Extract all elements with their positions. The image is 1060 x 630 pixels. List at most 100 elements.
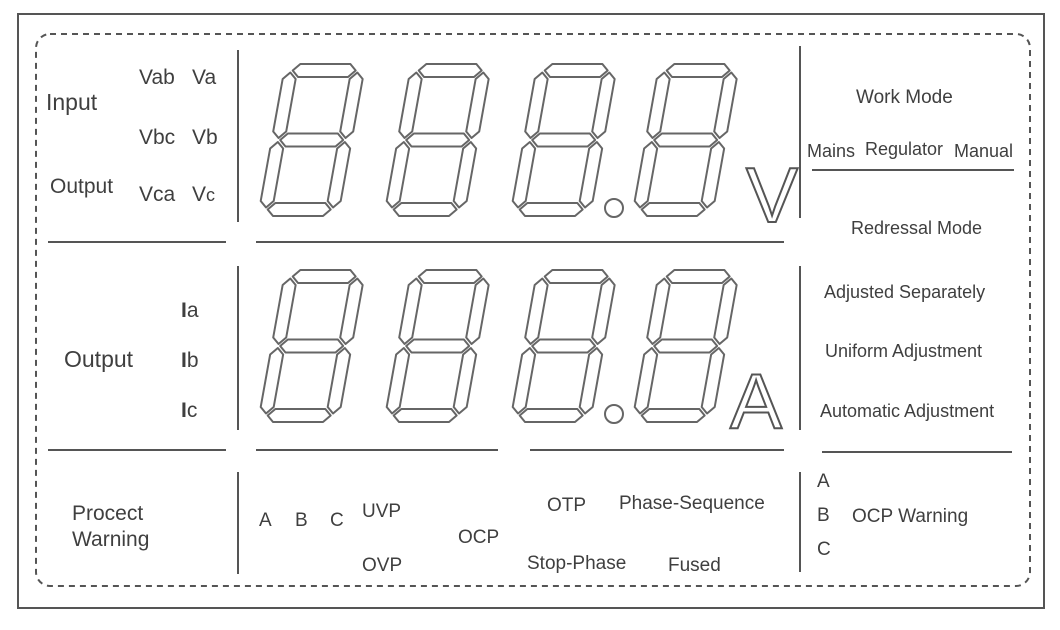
current-digit-4-segment-b [713, 277, 738, 345]
current-digit-3-segment-e [511, 347, 537, 415]
work-mode-title: Work Mode [856, 87, 953, 108]
current-digit-2-segment-a [417, 269, 483, 284]
voltage-digit-3-segment-e [511, 141, 537, 209]
voltage-digit-2-segment-f [398, 71, 423, 139]
ia-label: Ia [181, 300, 199, 321]
current-unit-glyph: A [730, 357, 782, 445]
current-decimal-point [604, 404, 624, 424]
current-digit-3-segment-g [531, 338, 597, 354]
ocp-warning-label: OCP Warning [852, 506, 969, 527]
voltage-digit-3-segment-g [531, 132, 597, 148]
voltage-digit-2-segment-e [385, 141, 411, 209]
voltage-digit-2-segment-a [417, 63, 483, 78]
protect-warning-line2: Warning [72, 528, 150, 551]
ia-label-suffix: a [186, 299, 199, 322]
phase-b-label: B [295, 510, 308, 531]
output-voltage-label: Output [50, 175, 114, 198]
current-digit-2 [385, 269, 490, 423]
phase-sequence-label: Phase-Sequence [619, 493, 765, 514]
voltage-digit-4-segment-b [713, 71, 738, 139]
voltage-digit-display [259, 63, 738, 218]
current-digit-1-segment-d [266, 408, 332, 423]
voltage-digit-4-segment-g [653, 132, 719, 148]
ocp-phase-c-label: C [817, 539, 831, 560]
current-digit-4-segment-d [640, 408, 706, 423]
current-digit-display [259, 269, 738, 424]
ocp-label: OCP [458, 527, 500, 548]
current-digit-2-segment-f [398, 277, 423, 345]
voltage-digit-2-segment-b [465, 71, 490, 139]
protect-warning-line1: Procect [72, 502, 144, 525]
current-digit-4-segment-e [633, 347, 659, 415]
voltage-digit-2 [385, 63, 490, 217]
ocp-phase-b-label: B [817, 505, 830, 526]
vc-label-prefix: V [192, 183, 207, 206]
voltage-digit-4 [633, 63, 738, 217]
current-digit-1-segment-e [259, 347, 285, 415]
work-mode-manual: Manual [954, 141, 1014, 161]
current-digit-1-segment-c [326, 347, 352, 415]
voltage-digit-1-segment-e [259, 141, 285, 209]
voltage-digit-1-segment-a [291, 63, 357, 78]
voltage-digit-2-segment-g [405, 132, 471, 148]
current-digit-2-segment-b [465, 277, 490, 345]
vab-label: Vab [139, 66, 175, 89]
current-digit-3-segment-a [543, 269, 609, 284]
vc-label-suffix: c [206, 185, 216, 205]
redressal-mode-title: Redressal Mode [851, 218, 983, 238]
current-digit-2-segment-e [385, 347, 411, 415]
ia-label-prefix: I [181, 299, 187, 322]
current-digit-2-segment-d [392, 408, 458, 423]
otp-label: OTP [547, 495, 587, 516]
ic-label: Ic [181, 400, 197, 421]
uvp-label: UVP [362, 501, 402, 522]
voltage-digit-1 [259, 63, 364, 217]
current-digit-4-segment-c [700, 347, 726, 415]
ovp-label: OVP [362, 555, 403, 576]
ib-label: Ib [181, 350, 199, 371]
voltage-digit-1-segment-g [279, 132, 345, 148]
current-digit-3-segment-b [591, 277, 616, 345]
dashed-border [35, 33, 1031, 587]
current-digit-1-segment-f [272, 277, 297, 345]
vca-label: Vca [139, 183, 176, 206]
automatic-adjustment-label: Automatic Adjustment [820, 401, 995, 421]
current-digit-3-segment-f [524, 277, 549, 345]
voltage-digit-2-segment-c [452, 141, 478, 209]
ic-label-suffix: c [186, 399, 198, 422]
voltage-digit-2-segment-d [392, 202, 458, 217]
voltage-digit-1-segment-b [339, 71, 364, 139]
input-label: Input [46, 89, 98, 115]
current-digit-4-segment-a [665, 269, 731, 284]
current-digit-4-segment-g [653, 338, 719, 354]
voltage-digit-3-segment-c [578, 141, 604, 209]
work-mode-mains: Mains [807, 141, 856, 161]
voltage-unit-glyph: V [746, 151, 798, 239]
voltage-digit-4-segment-d [640, 202, 706, 217]
current-digit-1-segment-a [291, 269, 357, 284]
voltage-digit-1-segment-c [326, 141, 352, 209]
current-digit-3-segment-c [578, 347, 604, 415]
current-digit-2-segment-g [405, 338, 471, 354]
voltage-digit-3-segment-d [518, 202, 584, 217]
current-digit-4-segment-f [646, 277, 671, 345]
voltage-digit-4-segment-c [700, 141, 726, 209]
ic-label-prefix: I [181, 399, 187, 422]
ocp-phase-a-label: A [817, 471, 830, 492]
fused-label: Fused [668, 555, 721, 576]
vb-label: Vb [192, 126, 218, 149]
phase-a-label: A [259, 510, 272, 531]
voltage-digit-3-segment-a [543, 63, 609, 78]
vc-label: Vc [192, 184, 215, 205]
stop-phase-label: Stop-Phase [527, 553, 627, 574]
phase-c-label: C [330, 510, 344, 531]
voltage-digit-1-segment-f [272, 71, 297, 139]
current-digit-1 [259, 269, 364, 423]
voltage-digit-4-segment-f [646, 71, 671, 139]
output-current-label: Output [64, 346, 134, 372]
va-label: Va [192, 66, 217, 89]
ib-label-prefix: I [181, 349, 187, 372]
adjusted-separately-label: Adjusted Separately [824, 282, 986, 302]
